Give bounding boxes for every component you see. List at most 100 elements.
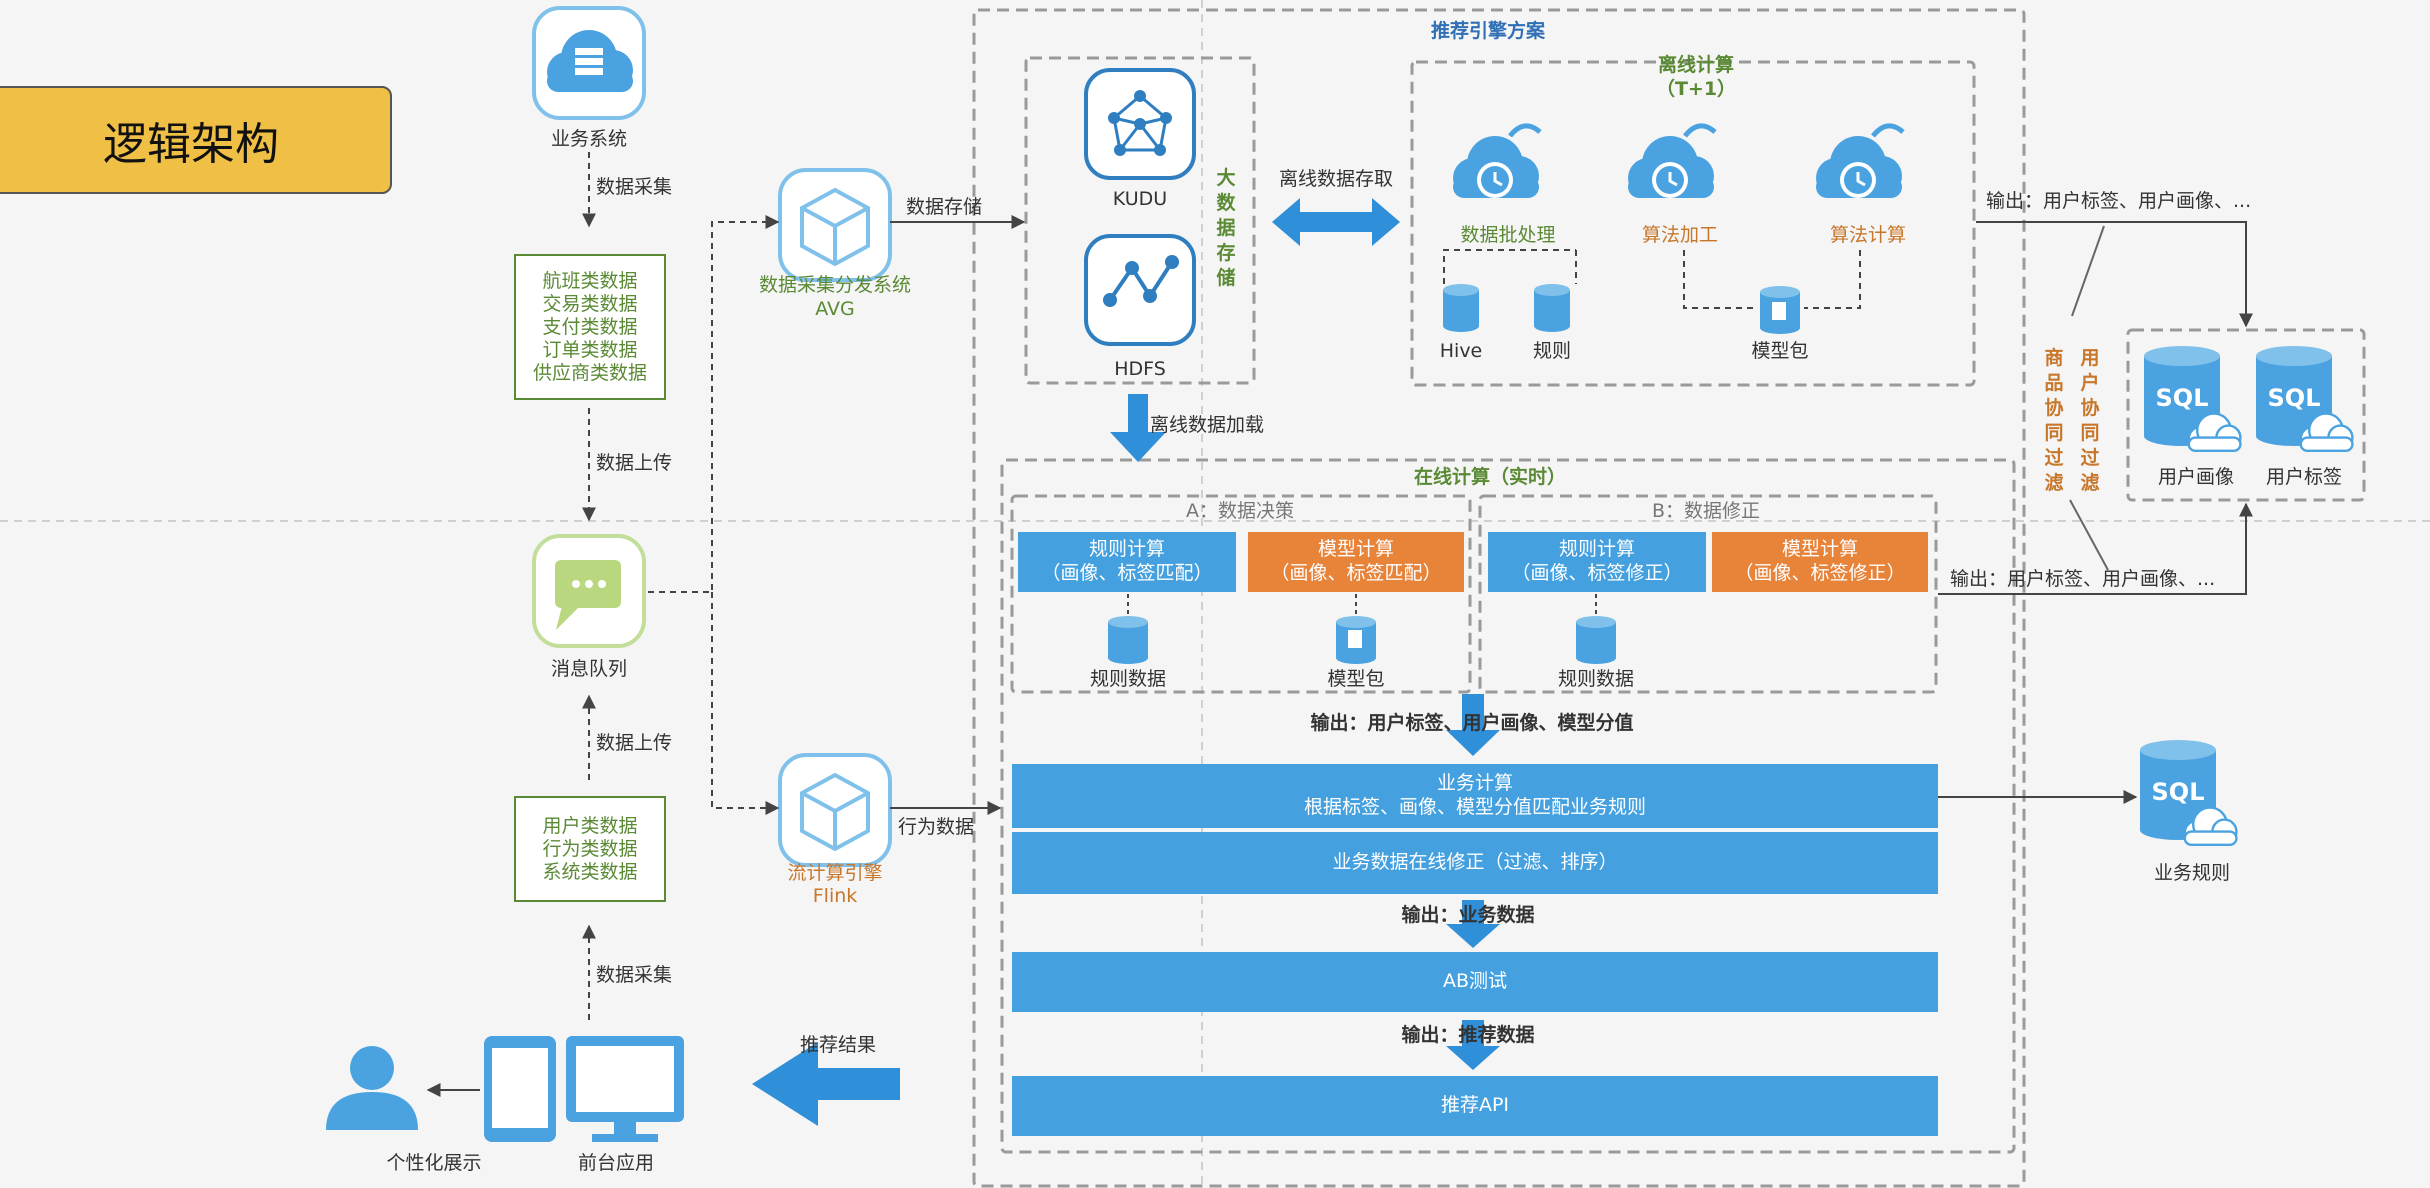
biz-rules-label: 业务规则 [2153,862,2231,884]
rule-calc-a-sub: （画像、标签匹配） [1041,562,1213,584]
algo-model-link [1683,250,1756,309]
rec-api-box: 推荐API [1012,1076,1938,1136]
model-package-label: 模型包 [1751,340,1809,362]
batch-label: 数据批处理 [1460,224,1556,246]
rules-db-icon [1534,284,1570,332]
rules-label: 规则 [1532,340,1572,362]
offline-access-label: 离线数据存取 [1278,168,1394,190]
user-tags-sql-text: SQL [2267,384,2321,412]
output2-down-arrow [1446,900,1500,948]
list-item: 订单类数据 [542,338,638,361]
model-calc-a-sub: （画像、标签匹配） [1270,562,1442,584]
offline-container [1410,60,1976,387]
output-2-label: 输出：业务数据 [1401,904,1535,926]
mobile-device-icon [484,1036,556,1142]
rule-data-b-db-icon [1576,616,1616,664]
mq-to-avg-arrow [648,215,780,593]
hdfs-graph-icon [1084,234,1196,346]
offline-load-arrow [1110,394,1166,462]
rule-calc-b-sub: （画像、标签修正） [1511,562,1683,584]
rule-calc-b-box: 规则计算 （画像、标签修正） [1488,532,1706,592]
flink-sub-label: Flink [812,885,858,907]
hive-db-icon [1443,284,1479,332]
biz-calc-sub: 根据标签、画像、模型分值匹配业务规则 [1303,796,1646,818]
algo-process-cloud-icon [1628,123,1717,198]
model-calc-a-box: 模型计算 （画像、标签匹配） [1248,532,1464,592]
rule-calc-a-box: 规则计算 （画像、标签匹配） [1018,532,1236,592]
biz-rules-sql-text: SQL [2151,778,2205,806]
result-label: 推荐结果 [800,1034,877,1056]
offline-output-arrow [1976,221,2253,328]
output-mid-label: 输出：用户标签、用户画像、... [1950,568,2216,590]
item-cf-vertical-label: 商品协同过滤 [2044,347,2064,494]
list-item: 系统类数据 [542,860,638,883]
model-pkg-a-db-icon [1336,616,1376,664]
upload-label-mid: 数据上传 [596,452,673,474]
algo-calc-cloud-icon [1816,123,1905,198]
model-calc-b-title: 模型计算 [1781,538,1858,561]
user-person-icon [326,1046,418,1130]
biz-calc-box: 业务计算 根据标签、画像、模型分值匹配业务规则 [1012,764,1938,828]
biz-online-fix-box: 业务数据在线修正（过滤、排序） [1012,832,1938,894]
list-item: 供应商类数据 [532,361,647,384]
rule-calc-b-title: 规则计算 [1558,538,1635,561]
model-calc-b-box: 模型计算 （画像、标签修正） [1712,532,1928,592]
algo-process-label: 算法加工 [1641,224,1719,246]
flink-name-label: 流计算引擎 [787,862,883,884]
online-container [1000,458,2016,1154]
cf-output-container [2126,328,2366,502]
data-store-label: 数据存储 [906,196,983,218]
offline-sub: （T+1） [1655,78,1737,100]
rule-data-a-db-icon [1108,616,1148,664]
output-1-label: 输出：用户标签、用户画像、模型分值 [1310,712,1634,734]
hive-label: Hive [1439,340,1483,362]
upload-label-low: 数据上传 [596,732,673,754]
avg-cube-icon [778,168,892,282]
biz-calc-title: 业务计算 [1436,772,1513,795]
correction-container [1478,494,1938,694]
offline-title: 离线计算 [1657,54,1735,76]
rule-data-b-label: 规则数据 [1557,668,1635,690]
avg-name-label: 数据采集分发系统 [758,274,912,296]
model-pkg-a-label: 模型包 [1327,668,1385,690]
list-item: 行为类数据 [542,837,638,860]
online-title: 在线计算（实时） [1413,466,1567,488]
ab-test-label: AB测试 [1442,970,1508,993]
list-item: 交易类数据 [542,292,638,315]
model-package-db-icon [1760,286,1800,334]
batch-cloud-icon [1453,123,1542,198]
desktop-monitor-icon [566,1036,684,1142]
user-profile-db-icon [2144,346,2242,452]
kudu-network-icon [1084,68,1196,180]
output1-down-arrow [1446,694,1500,756]
biz-rules-db-icon [2140,740,2238,846]
user-cf-vertical-label: 用户协同过滤 [2080,347,2100,494]
collect-label-bottom: 数据采集 [596,964,673,986]
personal-display-label: 个性化展示 [386,1152,482,1174]
upper-data-list: 航班类数据 交易类数据 支付类数据 订单类数据 供应商类数据 [514,254,666,400]
model-calc-a-title: 模型计算 [1317,538,1394,561]
rec-api-label: 推荐API [1440,1094,1510,1117]
hdfs-label: HDFS [1114,358,1166,380]
rule-calc-a-title: 规则计算 [1088,538,1165,561]
cf-pointer-top [2071,225,2105,317]
frontend-app-label: 前台应用 [577,1152,655,1174]
engine-container [972,8,2026,1188]
biz-online-fix-label: 业务数据在线修正（过滤、排序） [1332,851,1618,874]
bigdata-container [1024,56,1256,385]
list-item: 支付类数据 [542,315,638,338]
ab-test-box: AB测试 [1012,952,1938,1012]
batch-hive-link [1443,249,1576,284]
user-profile-label: 用户画像 [2157,466,2235,488]
model-calc-b-sub: （画像、标签修正） [1734,562,1906,584]
rule-data-a-label: 规则数据 [1089,668,1167,690]
user-tags-label: 用户标签 [2265,466,2343,488]
result-back-arrow [752,1042,900,1126]
list-item: 用户类数据 [542,814,638,837]
user-tags-db-icon [2256,346,2354,452]
offline-load-label: 离线数据加载 [1150,414,1265,436]
list-item: 航班类数据 [542,269,638,292]
business-system-label: 业务系统 [550,128,628,150]
